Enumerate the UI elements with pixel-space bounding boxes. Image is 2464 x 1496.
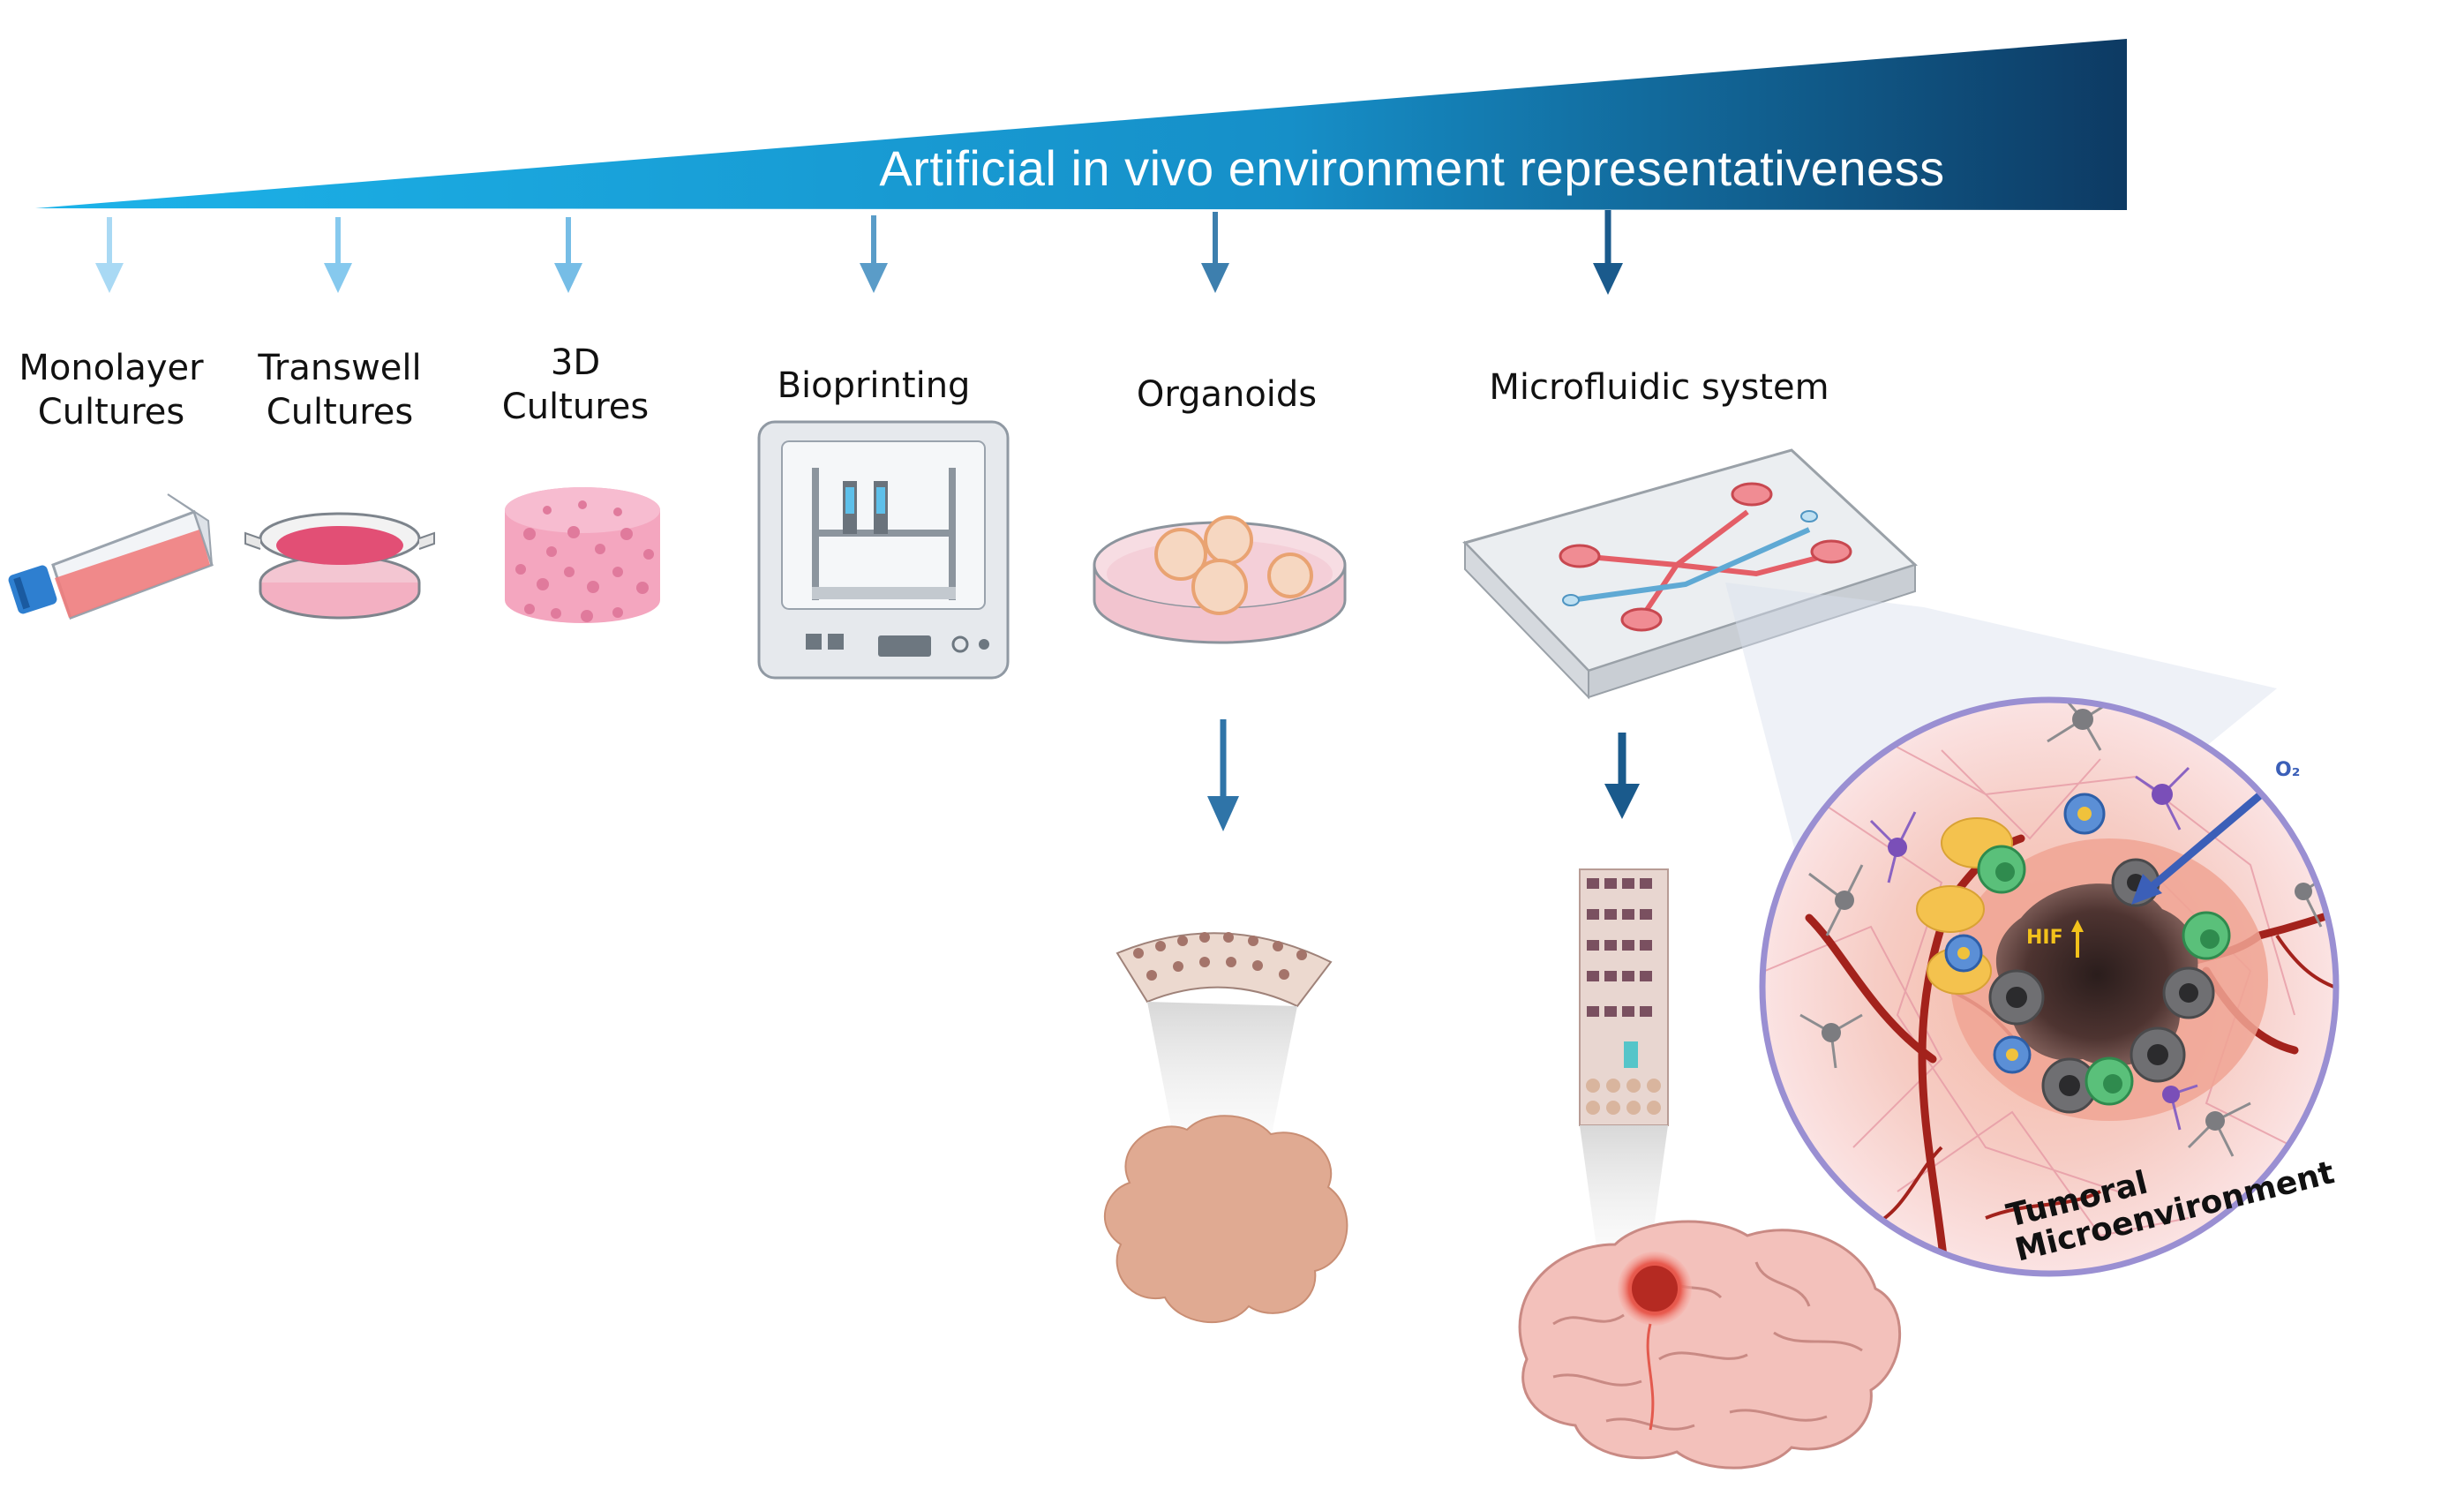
hif-label: HIF	[2026, 927, 2063, 949]
brain-icon	[1518, 1220, 1902, 1470]
label-monolayer-cultures: Monolayer Cultures	[19, 348, 204, 432]
tumor-microenvironment-zoom	[1759, 696, 2340, 1277]
label-organoids: Organoids	[1136, 374, 1318, 415]
representativeness-wedge	[35, 39, 2127, 210]
label-transwell-cultures: Transwell Cultures	[258, 348, 422, 432]
organoid-blob	[1104, 1115, 1348, 1324]
label-bioprinting: Bioprinting	[777, 365, 971, 406]
wedge-arrow-1	[95, 217, 124, 293]
wedge-arrow-6	[1593, 210, 1623, 295]
3d-scaffold-icon	[505, 487, 660, 623]
transwell-insert-icon	[244, 512, 435, 620]
wedge-arrow-3	[554, 217, 582, 293]
microfluidic-down-arrow	[1604, 733, 1640, 819]
culture-flask-icon	[8, 493, 214, 620]
microfluidic-chip-icon	[1462, 448, 1918, 700]
organoid-tissue-detail	[1116, 932, 1333, 1139]
label-microfluidic-system: Microfluidic system	[1489, 367, 1829, 408]
label-3d-cultures: 3D Cultures	[501, 342, 650, 427]
tissue-column-detail	[1579, 868, 1669, 1253]
bioprinter-icon	[757, 420, 1010, 680]
wedge-arrow-5	[1201, 212, 1229, 293]
oxygen-label: O₂	[2275, 759, 2301, 781]
organoid-dish-icon	[1093, 515, 1347, 644]
gradient-label: Artificial in vivo environment represent…	[879, 140, 1945, 196]
wedge-arrow-2	[324, 217, 352, 293]
organoid-down-arrow	[1207, 719, 1239, 831]
wedge-arrow-4	[860, 215, 888, 293]
